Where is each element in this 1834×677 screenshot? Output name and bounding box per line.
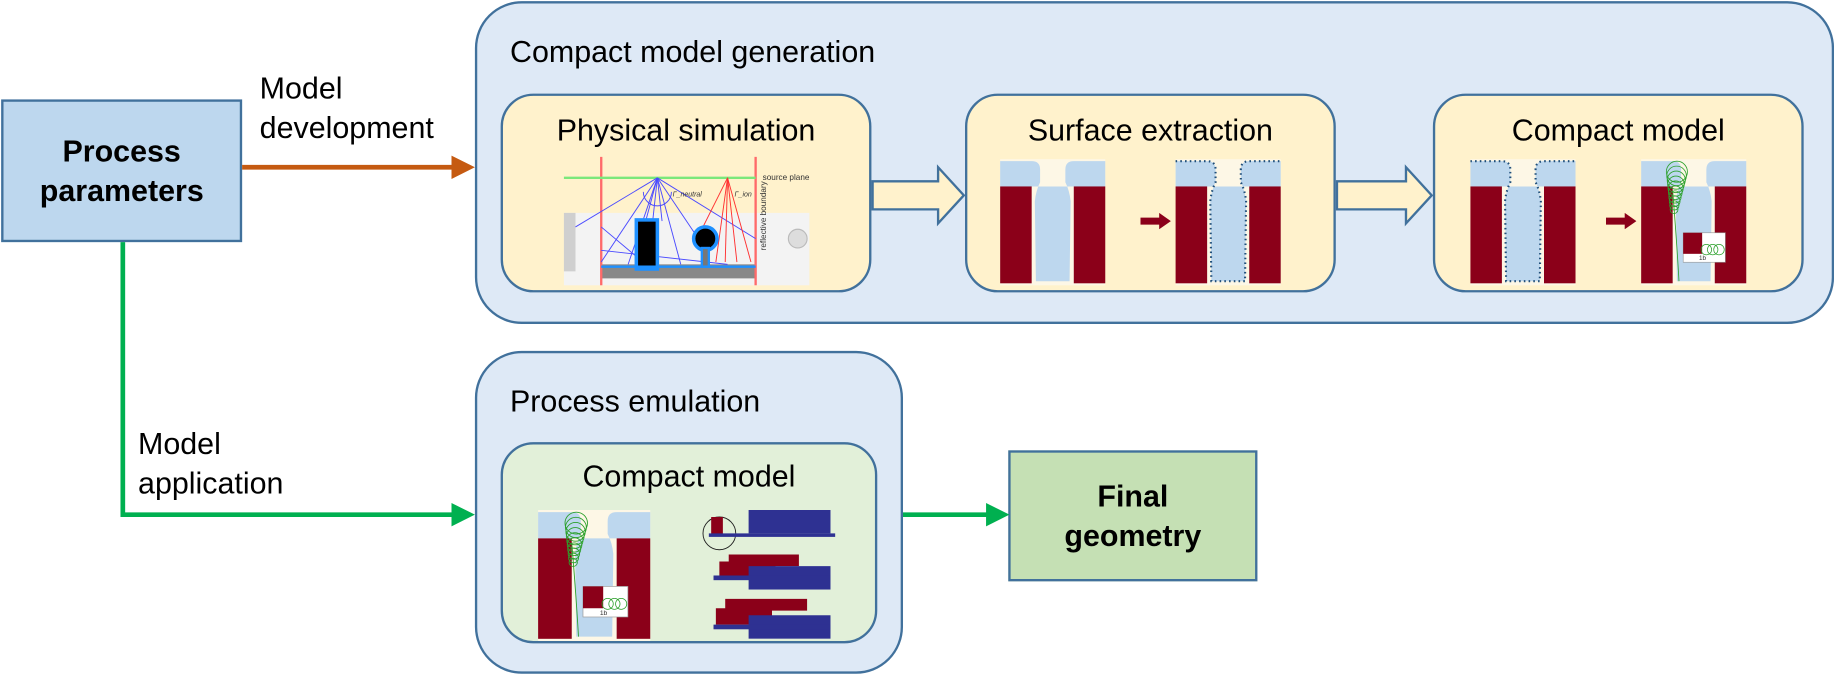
- step-title: Physical simulation: [556, 112, 816, 148]
- step-compact-model-emulation: Compact model 1b: [500, 442, 878, 644]
- model-application-label: Model application: [138, 425, 284, 501]
- model-annotation: 1b: [1699, 255, 1707, 262]
- model-application-arrow: [120, 242, 454, 518]
- arrowhead-icon: [451, 502, 475, 527]
- process-parameters-label: Process parameters: [39, 133, 204, 209]
- step-compact-model: Compact model 1b: [1432, 93, 1804, 293]
- arrowhead-icon: [451, 155, 475, 179]
- step-surface-extraction: Surface extraction: [965, 93, 1336, 293]
- trench-extracted-figure: [1470, 159, 1576, 286]
- step-title: Compact model: [582, 458, 796, 494]
- arrow-right-icon: [1140, 212, 1171, 230]
- final-geometry-label: Final geometry: [1064, 478, 1202, 554]
- model-development-label: Model development: [259, 70, 434, 146]
- panel-title: Compact model generation: [509, 33, 876, 70]
- physical-simulation-figure: Γ_neutral Γ_ion source plane reflective …: [563, 156, 810, 286]
- trench-extracted-figure: [1175, 159, 1281, 286]
- hollow-arrow-icon: [871, 164, 966, 227]
- arrow-right-icon: [1605, 212, 1637, 230]
- trench-compact-model-figure: 1b: [1641, 159, 1747, 286]
- panel-title: Process emulation: [509, 383, 761, 419]
- final-geometry-box: Final geometry: [1008, 450, 1258, 582]
- emulation-stack-figure: [702, 509, 836, 639]
- step-title: Compact model: [1511, 112, 1725, 148]
- model-annotation: 1b: [600, 610, 608, 617]
- trench-before-figure: [1000, 159, 1106, 286]
- arrowhead-icon: [986, 502, 1010, 527]
- process-parameters-box: Process parameters: [1, 99, 243, 243]
- gamma-ion-label: Γ_ion: [735, 192, 752, 199]
- trench-compact-model-figure: 1b: [538, 509, 651, 641]
- step-title: Surface extraction: [1027, 112, 1273, 148]
- step-physical-simulation: Physical simulation: [500, 93, 872, 293]
- reflective-boundary-label: reflective boundary: [759, 180, 768, 250]
- gamma-neutral-label: Γ_neutral: [673, 192, 703, 199]
- hollow-arrow-icon: [1335, 164, 1434, 227]
- source-plane-label: source plane: [763, 173, 810, 182]
